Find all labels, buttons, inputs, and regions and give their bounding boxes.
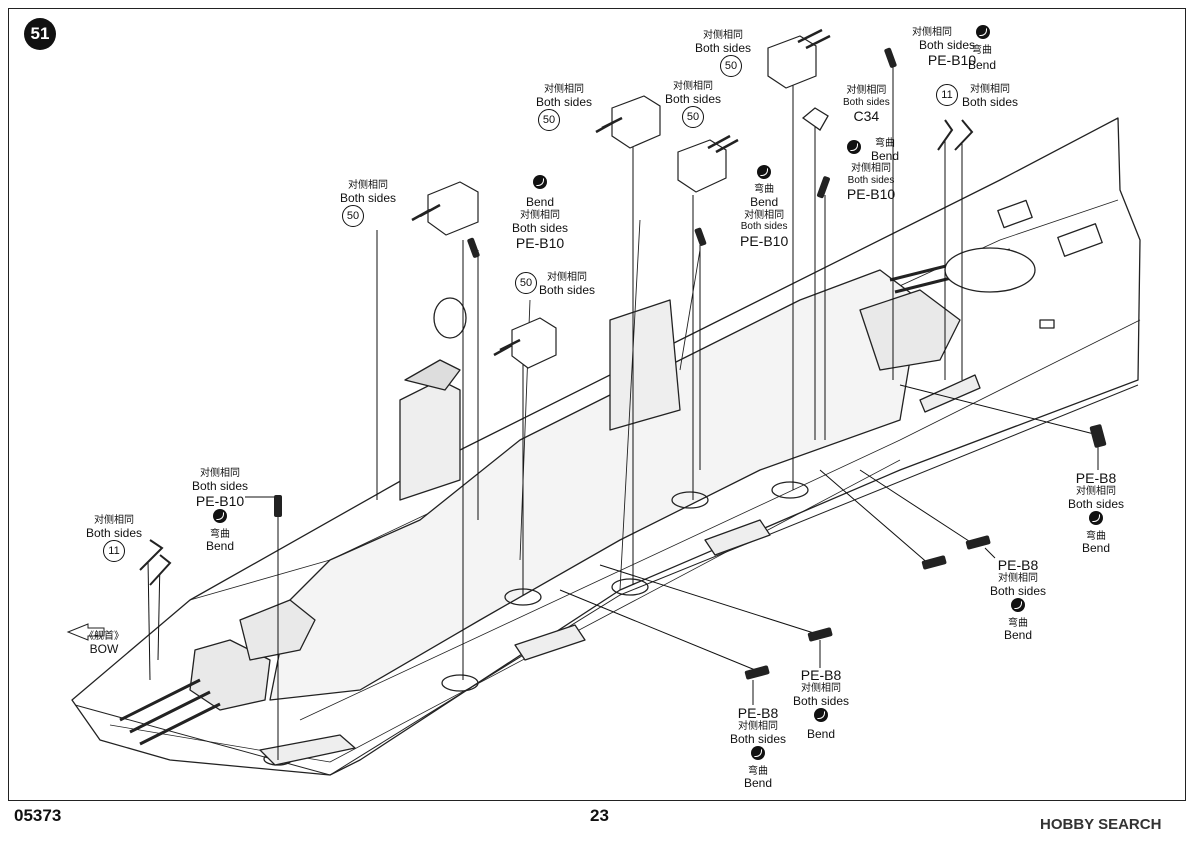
watermark: HOBBY SEARCH [1040,816,1161,833]
label-peb8-a: PE-B8 对侧相同 Both sides 弯曲 Bend [1068,470,1125,556]
pe-b10-part [884,47,897,68]
label-turret-50-e: 对侧相同 Both sides 50 [695,30,751,78]
label-bend-peb10-d: 对侧相同 Both sides PE-B10 弯曲 Bend [912,25,997,72]
forward-tower [399,379,461,501]
pe-b8-part [921,555,947,570]
label-bend-peb10-a: Bend 对侧相同 Both sides PE-B10 [512,175,568,252]
bow-label: 《舰首》 BOW [84,631,124,656]
label-part-11-fwd: 对侧相同 Both sides 11 [86,515,142,563]
turret-50-part [767,35,817,89]
watermark-text: HOBBY SEARCH [1040,816,1162,833]
bend-icon [1011,598,1026,613]
superstructure [269,269,921,701]
label-c34: 对侧相同 Both sides C34 [843,85,890,124]
pe-b10-part [467,237,480,258]
pe-b10-part [816,176,830,199]
label-turret-50-c: 对侧相同 Both sides 50 [536,84,592,132]
pe-b10-part [694,227,707,246]
pe-b8-part [1089,424,1107,448]
bend-icon [213,509,228,524]
turret-50-part [611,95,661,149]
bow-arrow [66,623,105,641]
funnel [609,299,681,431]
pe-b8-part [744,665,770,680]
bend-icon [751,746,766,761]
page-number: 23 [590,806,609,825]
label-turret-50-b: 50 对侧相同 Both sides [515,272,595,297]
label-peb8-d: PE-B8 对侧相同 Both sides 弯曲 Bend [730,705,787,791]
part-11 [139,539,172,586]
rear-turret [859,289,961,371]
label-peb8-c: PE-B8 对侧相同 Both sides Bend [793,667,850,741]
pe-b8-part [965,535,991,550]
label-bend-peb10-b: 弯曲 Bend 对侧相同 Both sides PE-B10 [740,165,788,249]
bend-icon [533,175,548,189]
page-frame [8,8,1186,801]
label-turret-50-a: 对侧相同 Both sides 50 [340,180,396,228]
label-peb8-b: PE-B8 对侧相同 Both sides 弯曲 Bend [990,557,1047,643]
turret-50-part [427,181,479,236]
page-code: 05373 [14,806,62,825]
step-number-badge: 51 [24,18,56,50]
c34-part [801,107,829,131]
pe-b10-part [274,495,282,517]
label-part-11-aft: 11 对侧相同 Both sides [936,84,1018,109]
pe-b8-part [807,627,833,642]
label-bend-peb10-c: 弯曲 Bend 对侧相同 Both sides PE-B10 [846,138,900,203]
bend-icon [1089,511,1104,526]
part-11 [937,119,974,151]
bend-icon [814,708,829,723]
bend-icon [976,25,990,39]
bend-icon [847,140,861,154]
label-bend-peb10-e: 对侧相同 Both sides PE-B10 弯曲 Bend [192,468,249,554]
label-turret-50-d: 对侧相同 Both sides 50 [665,81,721,129]
turret-50-part [677,139,727,193]
bend-icon [757,165,772,179]
turret-50-part [511,317,557,369]
radar-dish [433,297,467,339]
